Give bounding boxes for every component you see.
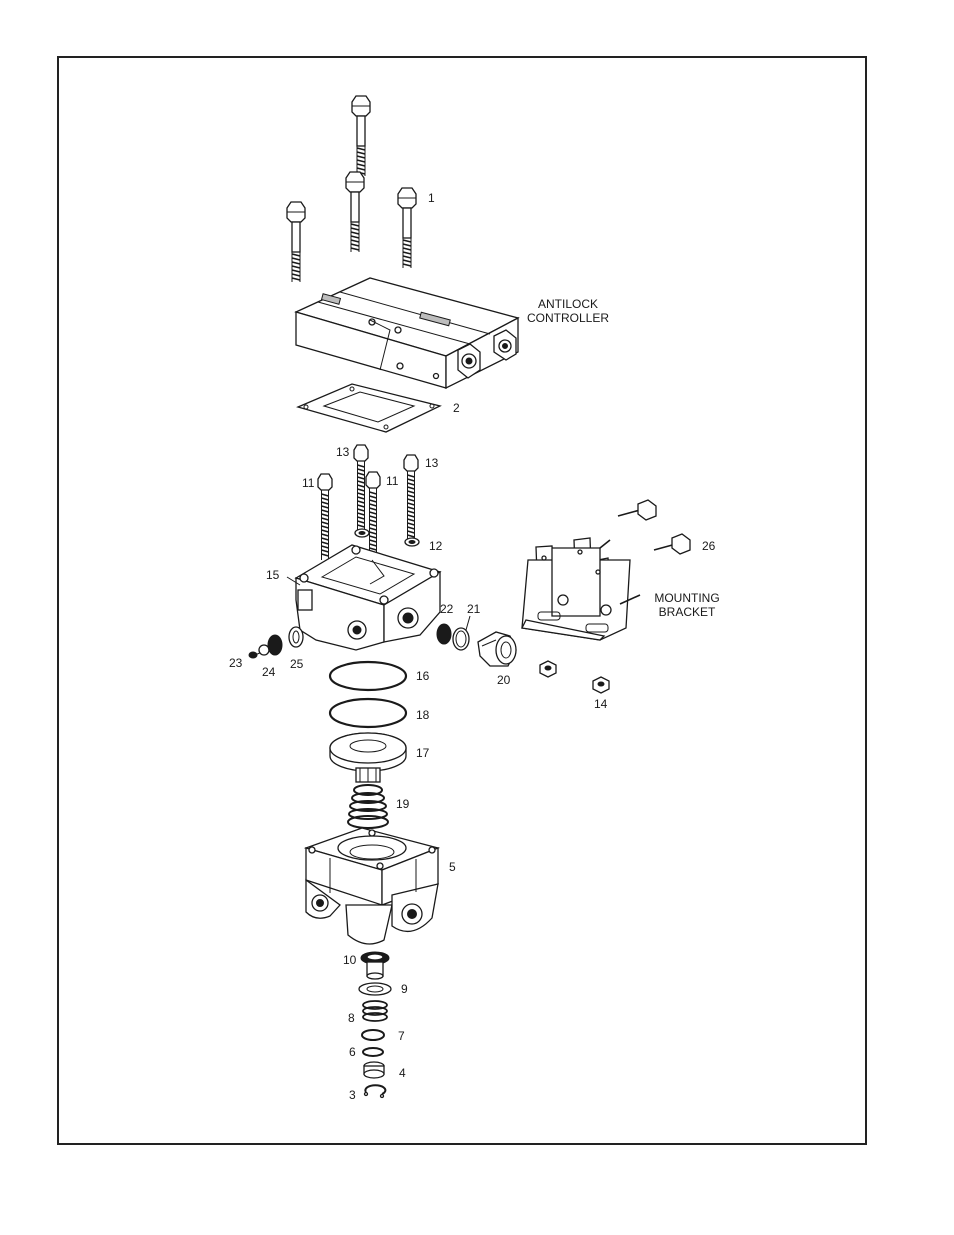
connector-port-left (457, 343, 481, 379)
callout-antilock-line2: CONTROLLER (527, 311, 609, 325)
cap-screw-right (397, 187, 417, 269)
o-ring-7 (361, 1029, 385, 1041)
callout-mounting-line1: MOUNTING (654, 591, 719, 605)
callout-25: 25 (290, 657, 304, 671)
callout-12: 12 (429, 539, 443, 553)
callout-26: 26 (702, 539, 716, 553)
washer-left (354, 528, 370, 538)
fitting-20 (477, 631, 517, 667)
lower-valve-body (303, 827, 441, 945)
exhaust-cover-25 (288, 626, 304, 648)
callout-13-right: 13 (425, 456, 439, 470)
bracket-bolt-upper (617, 499, 657, 521)
callout-22: 22 (440, 602, 454, 616)
callout-6: 6 (349, 1045, 356, 1059)
callout-2: 2 (453, 401, 460, 415)
callout-5: 5 (449, 860, 456, 874)
callout-17: 17 (416, 746, 430, 760)
exhaust-valve-guide-4 (363, 1061, 385, 1079)
cap-screw-11-left (317, 473, 333, 561)
callout-15: 15 (266, 568, 280, 582)
nut-right (592, 676, 610, 694)
washer-9 (358, 982, 392, 996)
callout-9: 9 (401, 982, 408, 996)
o-ring-21 (452, 627, 470, 651)
o-ring-18 (328, 697, 408, 729)
o-ring-6 (362, 1047, 384, 1057)
small-plug-24 (258, 644, 270, 656)
callout-3: 3 (349, 1088, 356, 1102)
callout-10: 10 (343, 953, 357, 967)
gasket (296, 383, 442, 433)
callout-20: 20 (497, 673, 511, 687)
piston-17 (329, 732, 407, 783)
spring-8 (362, 1000, 388, 1022)
callout-7: 7 (398, 1029, 405, 1043)
callout-mounting-line2: BRACKET (659, 605, 716, 619)
mounting-bracket (521, 537, 641, 641)
callout-19: 19 (396, 797, 410, 811)
cap-screw-13-right (403, 454, 419, 542)
nut-left (539, 660, 557, 678)
callout-21: 21 (467, 602, 481, 616)
o-ring-16 (328, 660, 408, 692)
callout-16: 16 (416, 669, 430, 683)
connector-port-right (493, 329, 517, 361)
callout-1: 1 (428, 191, 435, 205)
diaphragm-24 (267, 634, 283, 656)
callout-antilock-line1: ANTILOCK (538, 297, 598, 311)
callout-23: 23 (229, 656, 243, 670)
filter-22 (436, 623, 452, 645)
callout-11-left: 11 (302, 476, 315, 490)
callout-18: 18 (416, 708, 430, 722)
cap-screw-top (351, 95, 371, 177)
spring-19 (347, 784, 389, 829)
cap-screw-center (345, 171, 365, 253)
callout-4: 4 (399, 1066, 406, 1080)
inlet-exhaust-valve-10 (360, 951, 390, 980)
callout-14: 14 (594, 697, 608, 711)
upper-valve-body (294, 544, 442, 651)
callout-11-right: 11 (386, 474, 399, 488)
callout-8: 8 (348, 1011, 355, 1025)
bracket-bolt-lower (653, 533, 691, 555)
cap-screw-left (286, 201, 306, 283)
cap-screw-11-right (365, 471, 381, 559)
cap-screw-13-left (353, 444, 369, 532)
callout-13-left: 13 (336, 445, 350, 459)
antilock-controller (294, 277, 520, 390)
washer-right (404, 537, 420, 547)
callout-24: 24 (262, 665, 276, 679)
retaining-ring-3 (363, 1084, 387, 1099)
diagram-border (57, 56, 867, 1145)
leader-lines (286, 576, 471, 631)
